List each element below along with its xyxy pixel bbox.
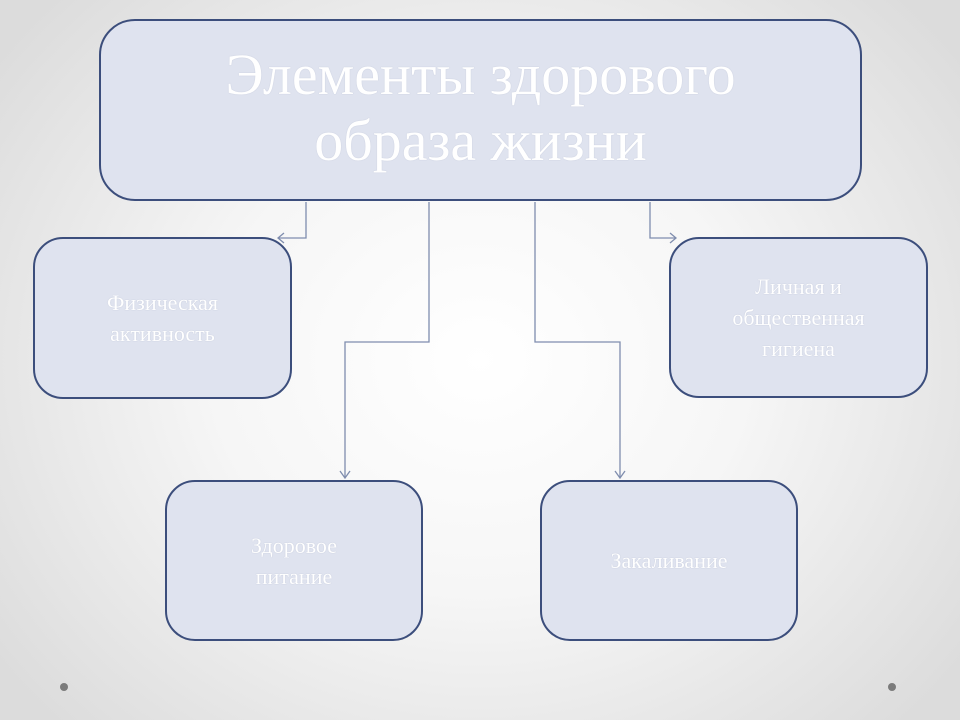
arrowhead-physical-activity bbox=[276, 232, 285, 244]
node-hygiene: Личная и общественная гигиена bbox=[669, 237, 928, 398]
node-physical-activity: Физическая активность bbox=[33, 237, 292, 399]
arrowhead-hardening bbox=[614, 470, 626, 480]
node-physical-activity-label: Физическая активность bbox=[107, 290, 218, 346]
connector-to-hygiene bbox=[649, 202, 676, 239]
node-healthy-nutrition-label: Здоровое питание bbox=[251, 532, 337, 589]
arrowhead-healthy-nutrition bbox=[339, 470, 351, 480]
node-hardening: Закаливание bbox=[540, 480, 798, 641]
connector-to-physical-activity bbox=[278, 202, 307, 239]
diagram-title: Элементы здорового образа жизни bbox=[225, 42, 736, 173]
node-hardening-label: Закаливание bbox=[610, 548, 728, 573]
decorative-dot-right bbox=[888, 683, 896, 691]
node-healthy-nutrition: Здоровое питание bbox=[165, 480, 423, 641]
node-hygiene-label: Личная и общественная гигиена bbox=[732, 274, 865, 361]
arrowhead-hygiene bbox=[669, 232, 678, 244]
connector-to-healthy-nutrition bbox=[344, 202, 430, 478]
diagram-title-box: Элементы здорового образа жизни bbox=[99, 19, 862, 201]
decorative-dot-left bbox=[60, 683, 68, 691]
connector-to-hardening bbox=[534, 202, 621, 478]
